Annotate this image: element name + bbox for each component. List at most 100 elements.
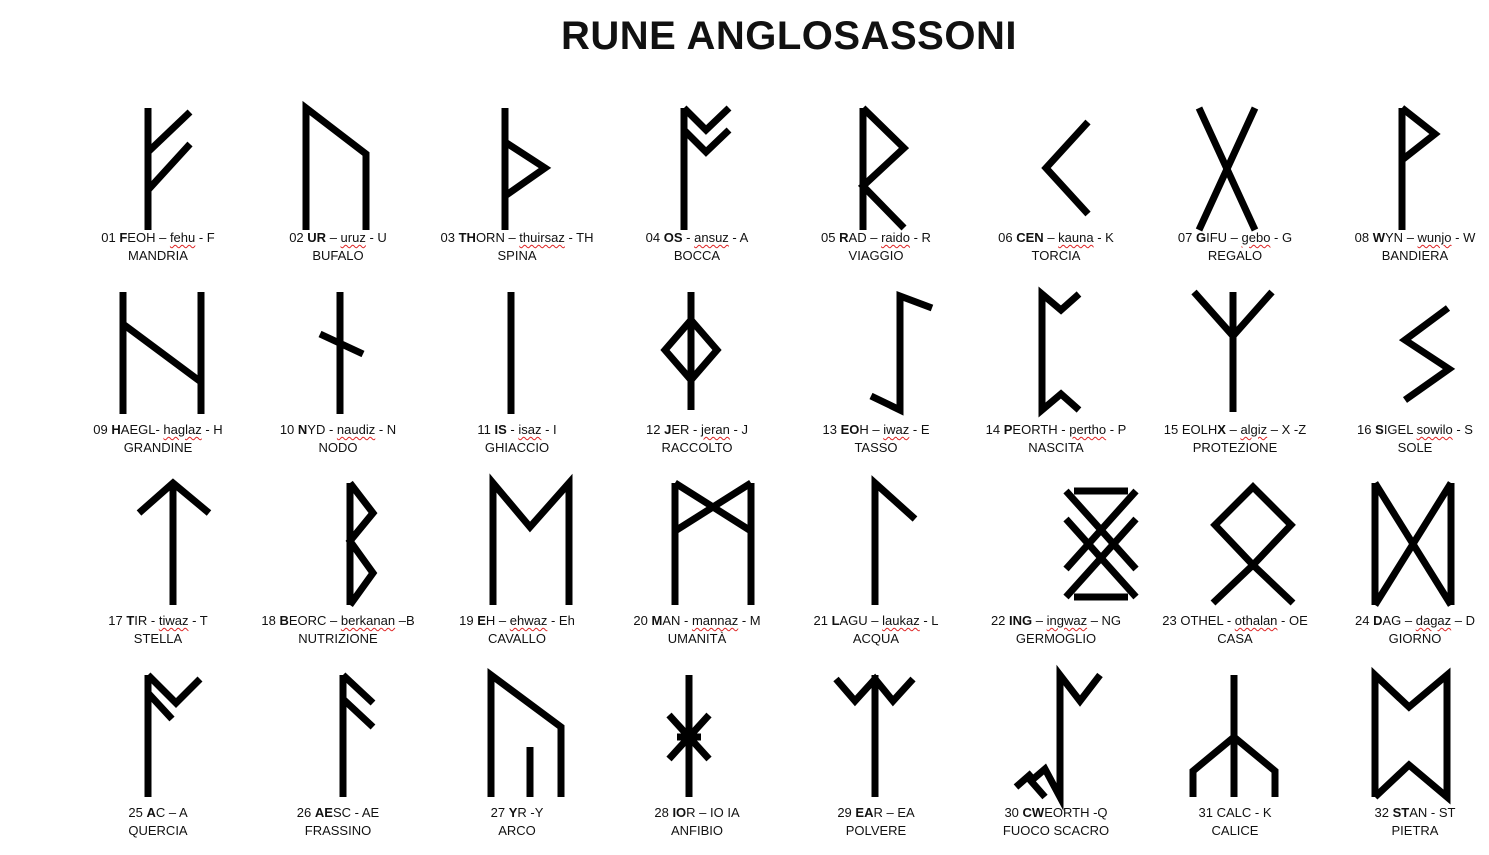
rune-name-bold: D [1373, 613, 1383, 628]
rune-name-rest: AEGL [120, 422, 156, 437]
rune-number: 29 [837, 805, 852, 820]
rune-separator: – [1043, 230, 1059, 245]
rune-sound: –B [395, 613, 415, 628]
rune-sound: IO IA [710, 805, 740, 820]
rune-caption: 10 NYD - naudiz - N [233, 422, 443, 438]
rune-separator: – [695, 805, 711, 820]
rune-transliteration: algiz [1240, 422, 1268, 437]
rune-number: 08 [1354, 230, 1370, 245]
rune-number: 27 [490, 805, 506, 820]
rune-name-bold: M [651, 613, 663, 628]
rune-separator: – [504, 230, 520, 245]
rune-meaning: NASCITA [1028, 440, 1084, 455]
rune-name-rest: CALC [1216, 805, 1252, 820]
rune-number: 28 [654, 805, 669, 820]
rune-meaning: FRASSINO [304, 823, 372, 838]
rune-transliteration: laukaz [882, 613, 920, 628]
rune-separator: - [147, 613, 159, 628]
rune-is-icon [437, 292, 597, 422]
rune-meaning: ACQUA [852, 631, 900, 646]
rune-tir-icon [78, 478, 238, 613]
rune-caption: 22 ING – ingwaz – NG [951, 613, 1161, 629]
rune-name-bold: H [111, 422, 121, 437]
rune-sound: - I [541, 422, 557, 437]
rune-name-bold: P [1003, 422, 1013, 437]
rune-name-bold: ING [1009, 613, 1033, 628]
rune-caption: 08 WYN – wunjo - W [1310, 230, 1489, 246]
rune-sound: – NG [1087, 613, 1122, 628]
rune-name-bold: A [146, 805, 156, 820]
rune-sound: - J [729, 422, 748, 437]
rune-transliteration: mannaz [691, 613, 739, 628]
rune-transliteration: pertho [1069, 422, 1107, 437]
rune-rad-icon [796, 100, 956, 231]
rune-beorc-icon [258, 480, 418, 613]
rune-name-rest: ER [671, 422, 690, 437]
rune-transliteration: fehu [169, 230, 196, 245]
rune-number: 12 [646, 422, 661, 437]
rune-caption: 25 AC – A [53, 805, 263, 821]
rune-name-rest: YD [307, 422, 326, 437]
rune-name-rest: OTHEL [1180, 613, 1227, 628]
rune-meaning: PROTEZIONE [1192, 440, 1278, 455]
rune-separator: - [680, 613, 692, 628]
rune-number: 19 [459, 613, 474, 628]
rune-number: 20 [633, 613, 648, 628]
rune-meaning: TORCIA [1031, 248, 1081, 263]
rune-separator: – [882, 805, 898, 820]
rune-sound: - H [201, 422, 223, 437]
rune-caption: 01 FEOH – fehu - F [53, 230, 263, 246]
rune-caption: 29 EAR – EA [771, 805, 981, 821]
rune-separator: - [325, 422, 337, 437]
rune-sigel-icon [1335, 292, 1489, 422]
rune-eolhx-icon [1155, 289, 1315, 422]
rune-name-bold: E [477, 613, 486, 628]
rune-eh-icon [437, 473, 597, 613]
rune-meaning: ANFIBIO [670, 823, 723, 838]
rune-eoh-icon [796, 290, 956, 422]
rune-number: 16 [1357, 422, 1372, 437]
rune-sound: AE [361, 805, 380, 820]
rune-stan-icon [1335, 666, 1489, 805]
rune-meaning: NUTRIZIONE [298, 631, 378, 646]
rune-number: 06 [998, 230, 1013, 245]
rune-cweorth-icon [976, 664, 1136, 811]
rune-name-bold: EA [855, 805, 874, 820]
rune-ior-icon [617, 675, 777, 805]
rune-meaning: GRANDINE [123, 440, 193, 455]
rune-number: 23 [1162, 613, 1177, 628]
rune-name-bold: B [279, 613, 289, 628]
rune-separator: – [326, 230, 341, 245]
rune-meaning: TASSO [854, 440, 898, 455]
rune-caption: 19 EH – ehwaz - Eh [412, 613, 622, 629]
rune-sound: - R [909, 230, 931, 245]
rune-number: 01 [101, 230, 116, 245]
rune-nyd-icon [258, 292, 418, 422]
rune-transliteration: isaz [518, 422, 542, 437]
rune-name-rest: AGU [839, 613, 868, 628]
rune-transliteration: raido [881, 230, 910, 245]
rune-number: 14 [985, 422, 1001, 437]
rune-sound: - Eh [547, 613, 575, 628]
rune-peorth-icon [976, 286, 1136, 422]
rune-cen-icon [976, 100, 1136, 230]
rune-caption: 30 CWEORTH -Q [951, 805, 1161, 821]
rune-sound: - N [375, 422, 397, 437]
rune-calc-icon [1155, 675, 1315, 805]
rune-caption: 28 IOR – IO IA [592, 805, 802, 821]
rune-name-bold: IO [672, 805, 687, 820]
rune-caption: 17 TIR - tiwaz - T [53, 613, 263, 629]
rune-sound: - TH [564, 230, 594, 245]
rune-separator: – [1403, 230, 1418, 245]
